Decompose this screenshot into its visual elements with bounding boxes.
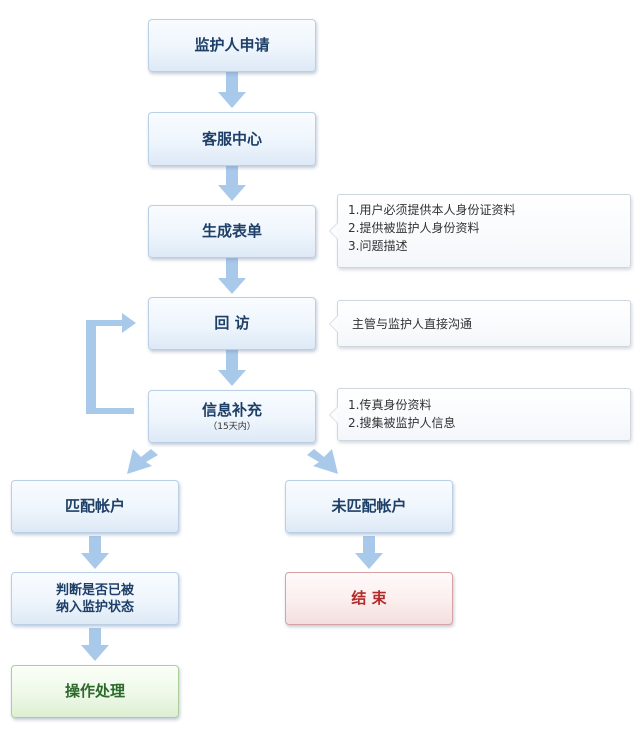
arrow-nomatch-to-end	[355, 536, 383, 569]
service-center-node: 客服中心	[148, 112, 316, 166]
end-node: 结 束	[285, 572, 453, 625]
arrow-apply-to-service	[218, 72, 246, 108]
supplement-note-line-2: 2.搜集被监护人信息	[348, 416, 456, 430]
arrow-to-match	[127, 449, 158, 474]
arrow-judge-to-handle	[81, 628, 109, 661]
arrow-to-nomatch	[307, 449, 338, 474]
visit-note: 主管与监护人直接沟通	[329, 300, 631, 347]
apply-node-label: 监护人申请	[194, 36, 270, 55]
generate-form-node-label: 生成表单	[201, 222, 262, 241]
arrow-match-to-judge	[81, 536, 109, 569]
form-note-line-1: 1.用户必须提供本人身份证资料	[348, 203, 516, 217]
return-visit-node-label: 回 访	[214, 314, 250, 333]
match-account-node: 匹配帐户	[11, 480, 179, 533]
no-match-account-node-label: 未匹配帐户	[331, 497, 407, 516]
end-node-label: 结 束	[351, 589, 387, 608]
no-match-account-node: 未匹配帐户	[285, 480, 453, 533]
arrow-service-to-form	[218, 166, 246, 201]
generate-form-node: 生成表单	[148, 205, 316, 258]
info-supplement-node-sublabel: （15天内）	[208, 422, 256, 433]
arrow-visit-to-supplement	[218, 350, 246, 386]
arrow-loop-back	[86, 313, 136, 414]
visit-note-text: 主管与监护人直接沟通	[352, 316, 473, 331]
supplement-note-line-1: 1.传真身份资料	[348, 398, 432, 412]
service-center-node-label: 客服中心	[201, 129, 262, 148]
apply-node: 监护人申请	[148, 19, 316, 72]
form-note-line-2: 2.提供被监护人身份资料	[348, 221, 480, 235]
form-note: 1.用户必须提供本人身份证资料 2.提供被监护人身份资料 3.问题描述	[329, 194, 631, 268]
supplement-note: 1.传真身份资料 2.搜集被监护人信息	[329, 388, 631, 441]
info-supplement-node: 信息补充 （15天内）	[148, 390, 316, 443]
handle-node: 操作处理	[11, 665, 179, 718]
match-account-node-label: 匹配帐户	[64, 497, 125, 516]
form-note-line-3: 3.问题描述	[348, 239, 408, 253]
arrow-form-to-visit	[218, 258, 246, 294]
judge-status-node-line2: 纳入监护状态	[55, 599, 134, 615]
info-supplement-node-label: 信息补充	[201, 400, 262, 419]
return-visit-node: 回 访	[148, 297, 316, 350]
judge-status-node: 判断是否已被 纳入监护状态	[11, 572, 179, 625]
handle-node-label: 操作处理	[64, 682, 125, 701]
judge-status-node-line1: 判断是否已被	[55, 582, 134, 598]
